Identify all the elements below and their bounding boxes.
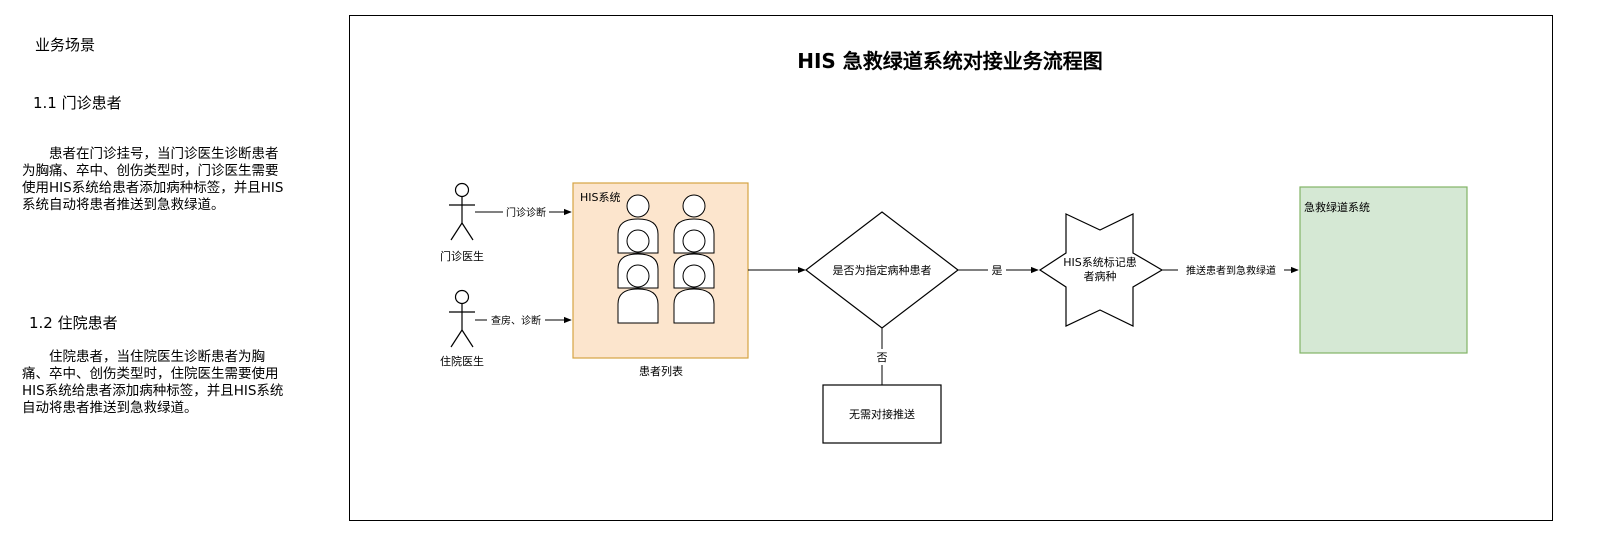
section2-title: 1.2 住院患者 xyxy=(29,314,118,332)
edge-label-outpatient-diagnosis: 门诊诊断 xyxy=(506,206,546,219)
sidebar-heading: 业务场景 xyxy=(35,36,96,54)
no-push-label: 无需对接推送 xyxy=(849,407,915,421)
no-push-box xyxy=(822,384,942,444)
section1-body: 患者在门诊挂号，当门诊医生诊断患者为胸痛、卒中、创伤类型时，门诊医生需要使用HI… xyxy=(22,146,284,213)
inpatient-doctor-label: 住院医生 xyxy=(440,354,484,368)
edge-label-yes: 是 xyxy=(992,264,1003,277)
mark-node-line1: HIS系统标记患 xyxy=(1063,255,1137,269)
section2-body: 住院患者，当住院医生诊断患者为胸痛、卒中、创伤类型时，住院医生需要使用HIS系统… xyxy=(22,349,284,416)
section1-title: 1.1 门诊患者 xyxy=(33,94,122,112)
mark-node-line2: 者病种 xyxy=(1084,269,1117,283)
sidebar: 业务场景 1.1 门诊患者 患者在门诊挂号，当门诊医生诊断患者为胸痛、卒中、创伤… xyxy=(0,0,340,558)
outpatient-doctor-icon xyxy=(449,182,475,241)
flowchart: HIS 急救绿道系统对接业务流程图 门诊医生 住院医生 门诊诊断 查房、诊断 H xyxy=(440,49,1468,444)
green-channel-label: 急救绿道系统 xyxy=(1304,200,1370,214)
his-system-box xyxy=(572,182,749,359)
patient-list-caption: 患者列表 xyxy=(639,364,683,378)
edge-label-push: 推送患者到急救绿道 xyxy=(1186,264,1276,277)
outpatient-doctor-label: 门诊医生 xyxy=(440,249,484,263)
decision-label: 是否为指定病种患者 xyxy=(833,263,932,277)
inpatient-doctor-icon xyxy=(449,289,475,348)
diagram-title: HIS 急救绿道系统对接业务流程图 xyxy=(797,49,1103,73)
his-system-label: HIS系统 xyxy=(580,191,621,204)
mark-disease-node xyxy=(1038,213,1164,327)
patient-list-icon xyxy=(617,194,715,324)
diagram-frame: HIS 急救绿道系统对接业务流程图 门诊医生 住院医生 门诊诊断 查房、诊断 H xyxy=(349,15,1553,521)
edge-label-ward-round: 查房、诊断 xyxy=(491,314,541,327)
edge-label-no: 否 xyxy=(877,351,888,364)
green-channel-box xyxy=(1299,186,1468,354)
